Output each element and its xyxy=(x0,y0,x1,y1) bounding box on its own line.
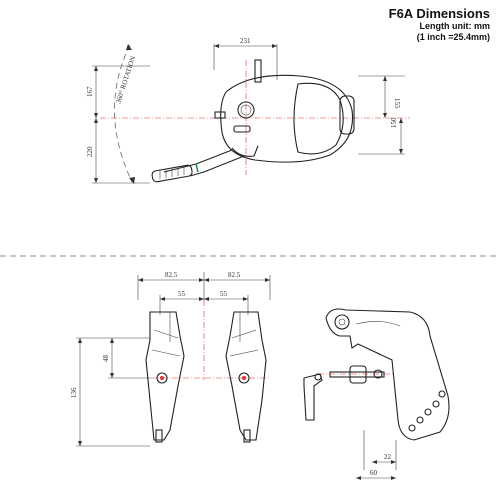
clamp-pivot-hole xyxy=(334,314,350,330)
dim-82-5-right: 82.5 xyxy=(228,271,241,279)
rotation-arc xyxy=(114,44,133,183)
clamp-view: 22 60 xyxy=(303,308,450,480)
page-title: F6A Dimensions xyxy=(388,6,490,21)
dim-55-left: 55 xyxy=(178,290,186,298)
tiller-grip xyxy=(151,164,193,183)
conversion-note: (1 inch =25.4mm) xyxy=(416,32,490,42)
mount-leg-left xyxy=(145,311,185,443)
clamp-pad xyxy=(349,365,367,384)
unit-note: Length unit: mm xyxy=(419,21,491,31)
skeg-tip-left xyxy=(155,429,163,443)
dim-136: 136 xyxy=(70,387,78,398)
dim-150: 150 xyxy=(390,117,398,128)
rear-housing xyxy=(339,95,355,135)
dim-22: 22 xyxy=(384,453,392,461)
clamp-screw xyxy=(329,371,385,378)
engine-cowling xyxy=(220,74,354,163)
title-block: F6A Dimensions Length unit: mm (1 inch =… xyxy=(389,6,490,43)
tiller-arm xyxy=(163,149,233,173)
fuel-cap-stem xyxy=(254,59,262,83)
dim-167: 167 xyxy=(86,86,94,97)
tiller-mount xyxy=(231,145,259,157)
pivot-bolt-right xyxy=(238,372,250,384)
skeg-tip-right xyxy=(243,429,251,443)
tilt-hole-2 xyxy=(416,416,424,424)
side-view: 82.5 82.5 55 55 48 136 xyxy=(70,271,271,447)
dim-55-right: 55 xyxy=(220,290,228,298)
starter-knob xyxy=(237,101,255,119)
choke-knob xyxy=(214,111,226,119)
rotation-label: 360° ROTATION xyxy=(114,55,137,105)
tilt-hole-4 xyxy=(432,400,440,408)
cowling-top-cover xyxy=(293,82,344,155)
tilt-hole-5 xyxy=(438,390,446,398)
top-view: 231 167 220 155 150 360° ROTATION xyxy=(86,37,410,184)
mount-leg-right xyxy=(225,311,267,443)
throttle-lever xyxy=(233,125,251,133)
dim-48: 48 xyxy=(102,355,110,363)
tiller-green-band xyxy=(195,163,199,173)
dim-231: 231 xyxy=(240,37,251,45)
clamp-bracket xyxy=(325,308,450,441)
dim-220: 220 xyxy=(86,146,94,157)
dim-155: 155 xyxy=(393,98,401,109)
dim-82-5-left: 82.5 xyxy=(165,271,178,279)
clamp-handle xyxy=(303,373,323,421)
tilt-hole-1 xyxy=(408,424,416,432)
tilt-hole-3 xyxy=(424,408,432,416)
dim-60: 60 xyxy=(370,469,378,477)
pivot-bolt-left xyxy=(156,372,168,384)
